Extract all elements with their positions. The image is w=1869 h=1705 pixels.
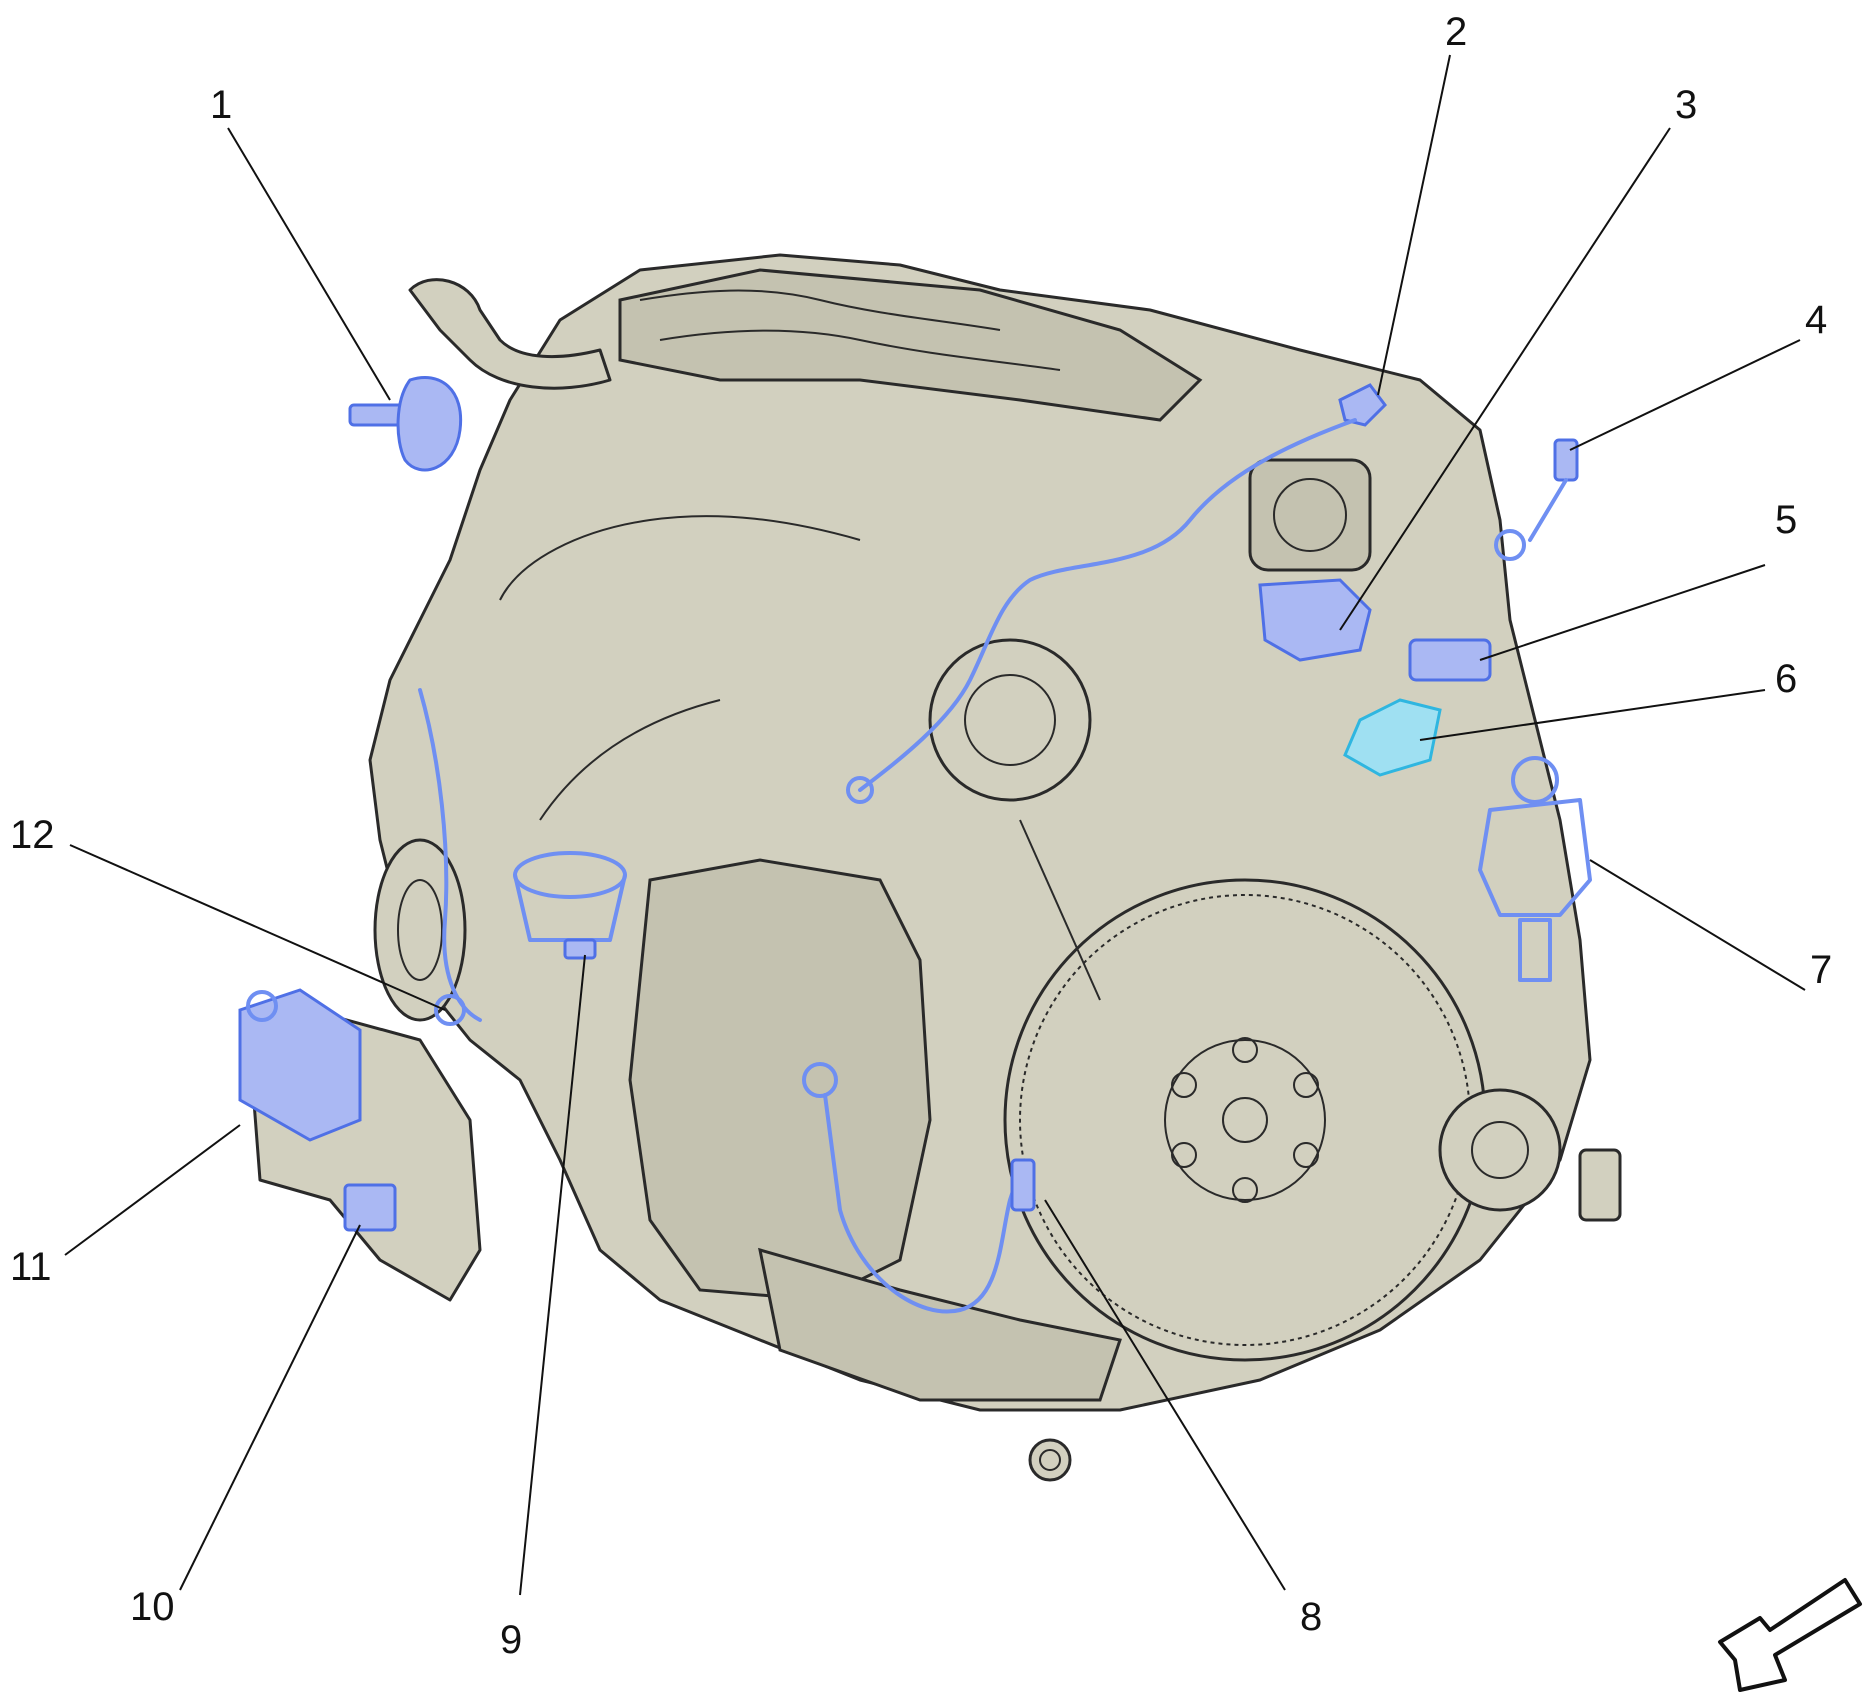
callout-9: 9: [500, 1618, 522, 1662]
leader-7: [1589, 859, 1806, 991]
callout-6: 6: [1775, 657, 1797, 701]
callout-10: 10: [130, 1585, 175, 1629]
component-5: [1408, 638, 1492, 682]
throttle-body: [1248, 458, 1372, 572]
highlighted-components: [238, 375, 1592, 1314]
leader-12: [69, 844, 446, 1011]
leader-2: [1377, 54, 1451, 396]
component-9: [513, 851, 627, 960]
leader-4: [1569, 339, 1801, 451]
crank-pulley: [1438, 1088, 1562, 1212]
callout-2: 2: [1445, 10, 1467, 54]
leader-9: [519, 954, 586, 1596]
flywheel: [1003, 878, 1487, 1362]
arrow-down-left-icon: [1718, 1578, 1862, 1692]
callout-1: 1: [210, 83, 232, 127]
component-3: [1258, 578, 1372, 662]
component-12: [418, 688, 482, 1026]
valve-cover: [618, 268, 1203, 422]
component-2: [1338, 383, 1387, 427]
component-8: [802, 1062, 1036, 1314]
leader-6: [1419, 689, 1766, 741]
component-10: [343, 1183, 397, 1232]
callout-11: 11: [10, 1245, 52, 1289]
component-6: [1343, 698, 1442, 777]
component-4: [1494, 438, 1579, 561]
heat-shield: [628, 858, 932, 1302]
leader-3: [1339, 127, 1671, 631]
leader-5: [1479, 564, 1766, 661]
callout-7: 7: [1810, 948, 1832, 992]
callout-3: 3: [1675, 83, 1697, 127]
leader-8: [1044, 1199, 1286, 1591]
callout-labels: 1 2 3 4 5 6 7 8 9 10 11 12: [10, 10, 1832, 1662]
leader-1: [227, 127, 391, 401]
callout-12: 12: [10, 813, 55, 857]
engine-assembly: [248, 253, 1622, 1482]
callout-8: 8: [1300, 1595, 1322, 1639]
callout-5: 5: [1775, 498, 1797, 542]
component-1: [348, 375, 463, 472]
leader-11: [64, 1124, 241, 1256]
leader-10: [179, 1224, 361, 1591]
component-11: [238, 988, 362, 1142]
callout-4: 4: [1805, 298, 1827, 342]
harness-upper: [858, 418, 1357, 792]
component-7: [1478, 756, 1592, 982]
turbo-housing: [928, 638, 1092, 802]
upper-hose: [408, 278, 612, 390]
leader-lines: [64, 54, 1806, 1596]
